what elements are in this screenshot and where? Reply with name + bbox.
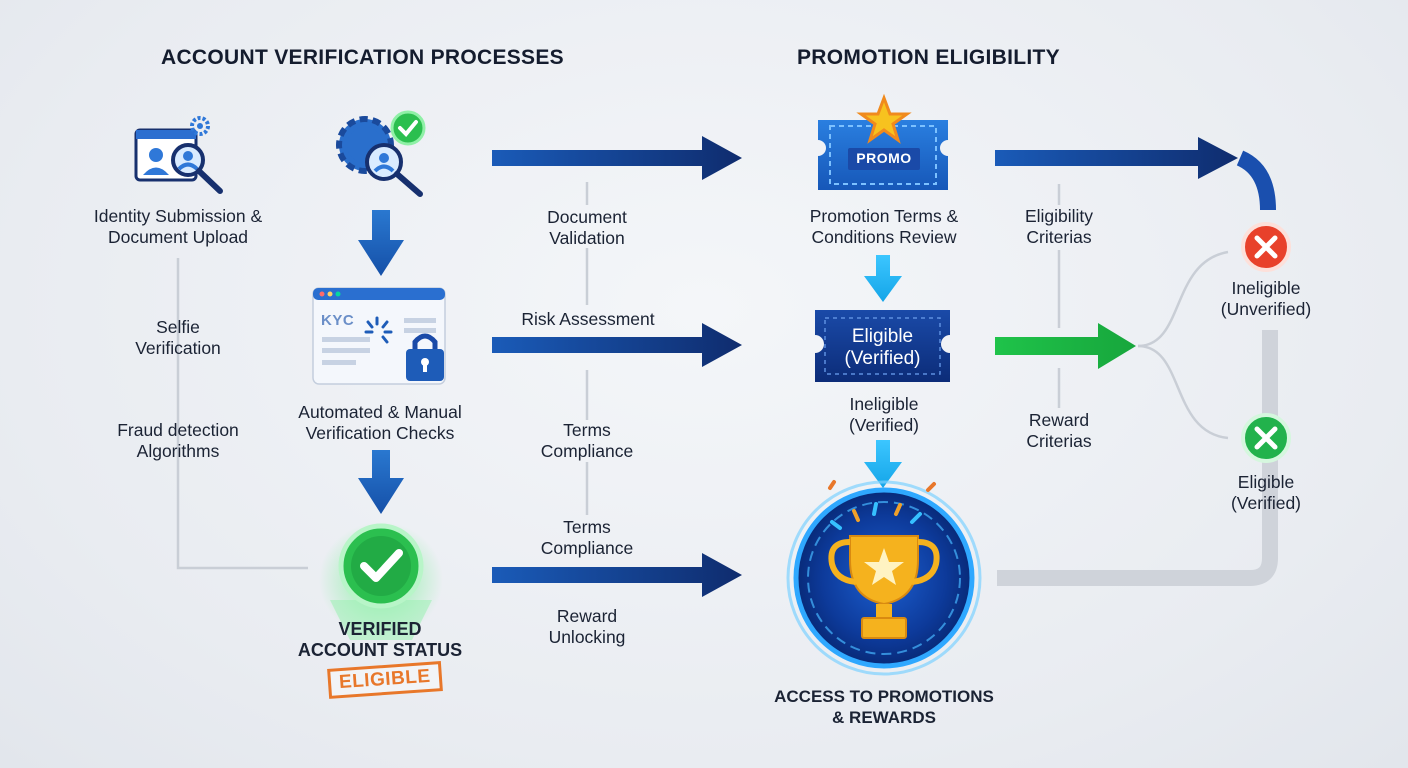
label-ineligible-unverified: Ineligible (Unverified) (1220, 278, 1312, 319)
verified-account-status: VERIFIED ACCOUNT STATUS (297, 619, 463, 660)
heading-account-verification: ACCOUNT VERIFICATION PROCESSES (161, 46, 564, 69)
identity-upload-icon (134, 116, 223, 194)
label-promotion-terms-review: Promotion Terms & Conditions Review (809, 206, 959, 247)
label-ineligible-verified: Ineligible (Verified) (848, 394, 920, 435)
arrow-down-cyan-1 (864, 255, 902, 302)
label-access-promotions-rewards: ACCESS TO PROMOTIONS & REWARDS (774, 687, 994, 727)
arrow-down-cyan-2 (864, 440, 902, 488)
ineligible-x-badge (1241, 222, 1291, 272)
heading-promotion-eligibility: PROMOTION ELIGIBILITY (797, 46, 1060, 69)
label-document-validation: Document Validation (547, 207, 627, 248)
return-path-loop (997, 330, 1278, 586)
label-verification-checks: Automated & Manual Verification Checks (298, 402, 462, 443)
arrow-right-green (995, 323, 1136, 369)
arrow-down-2 (358, 450, 404, 514)
eligible-verified-ticket-label: Eligible (Verified) (844, 326, 921, 369)
eligible-x-badge (1241, 413, 1291, 463)
verified-check-badge (319, 522, 443, 640)
trophy-icon (786, 480, 982, 676)
grey-connectors (176, 182, 1229, 570)
eligible-verified-ticket (815, 310, 950, 382)
label-eligible-verified-outcome: Eligible (Verified) (1230, 472, 1302, 513)
label-reward-criteria: Reward Criterias (1026, 410, 1092, 451)
arrow-right-3 (492, 553, 742, 597)
blue-loop (1236, 150, 1276, 211)
label-reward-unlocking: Reward Unlocking (548, 606, 626, 647)
flow-arrows (492, 136, 1238, 597)
arrow-right-4 (995, 137, 1238, 179)
promo-ticket-icon (818, 93, 948, 190)
label-eligibility-criteria: Eligibility Criterias (1024, 206, 1094, 247)
label-terms-compliance-1: Terms Compliance (540, 420, 634, 461)
label-fraud-detection: Fraud detection Algorithms (117, 420, 239, 461)
automated-check-icon (336, 110, 426, 197)
arrow-right-2 (492, 323, 742, 367)
kyc-window-icon (312, 287, 446, 385)
label-terms-compliance-2: Terms Compliance (540, 517, 634, 558)
verified-word: VERIFIED ACCOUNT STATUS (280, 619, 480, 661)
label-identity-submission: Identity Submission & Document Upload (93, 206, 263, 247)
arrow-right-1 (492, 136, 742, 180)
kyc-label: KYC (321, 312, 355, 329)
label-selfie-verification: Selfie Verification (135, 317, 221, 358)
promo-ticket-label: PROMO (856, 150, 912, 166)
label-risk-assessment: Risk Assessment (521, 309, 655, 329)
arrow-down-1 (358, 210, 404, 276)
